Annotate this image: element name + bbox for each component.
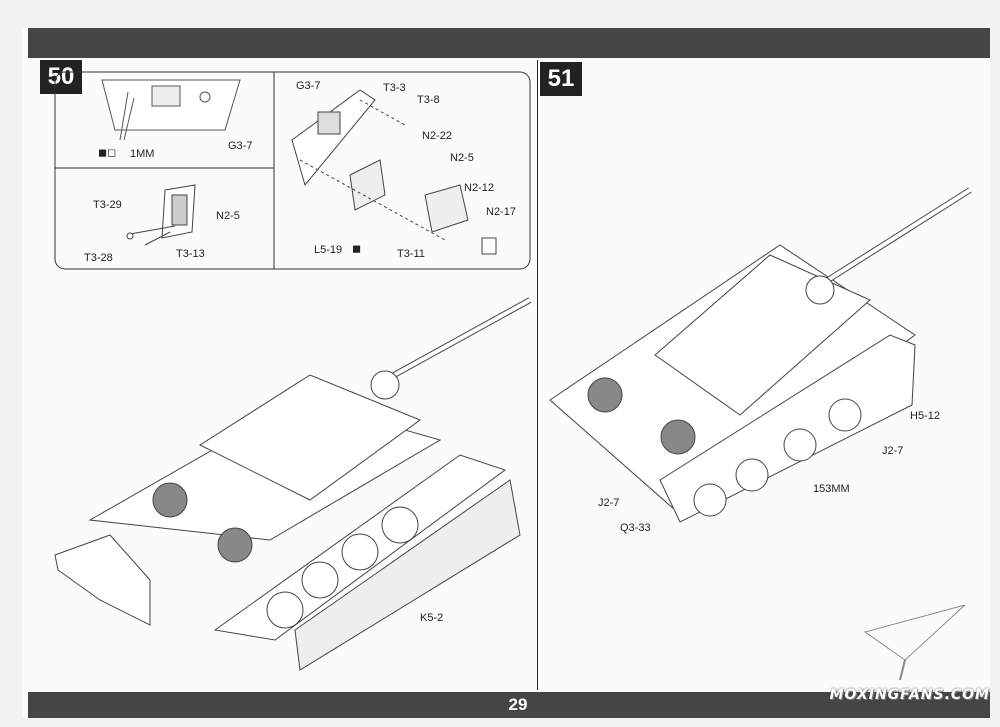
part-label-t3-28: T3-28 bbox=[84, 252, 113, 264]
part-label-q3-33: Q3-33 bbox=[620, 522, 651, 534]
hatch-assembly-drawing bbox=[126, 184, 196, 246]
part-label-g3-7: G3-7 bbox=[228, 140, 253, 152]
header-bar bbox=[28, 28, 990, 58]
part-label-l5-19: L5-19 bbox=[314, 244, 343, 256]
part-label-t3-13: T3-13 bbox=[176, 248, 205, 260]
part-label-j2-7: J2-7 bbox=[882, 445, 904, 457]
page-number: 29 bbox=[508, 695, 528, 714]
tank-drawing-step-50 bbox=[54, 297, 532, 671]
part-label-t3-29: T3-29 bbox=[93, 199, 122, 211]
watermark-text: MOXINGFANS.COM bbox=[829, 687, 990, 703]
glue-icon: ◼︎ bbox=[352, 243, 362, 255]
part-label-n2-17: N2-17 bbox=[486, 206, 516, 218]
part-label-n2-5: N2-5 bbox=[216, 210, 240, 222]
part-label-t3-3: T3-3 bbox=[383, 82, 406, 94]
part-label-n2-12: N2-12 bbox=[464, 182, 494, 194]
plate-g3-7-drawing bbox=[101, 79, 241, 141]
drill-size-label: 1MM bbox=[130, 148, 155, 160]
part-label-k5-2: K5-2 bbox=[420, 612, 444, 624]
part-label-t3-8: T3-8 bbox=[417, 94, 440, 106]
footer-bar: 29 bbox=[28, 692, 990, 718]
part-label-t3-11: T3-11 bbox=[397, 248, 425, 260]
tank-drawing-step-51 bbox=[549, 187, 972, 523]
exploded-plate-drawing bbox=[291, 89, 497, 255]
part-label-h5-12: H5-12 bbox=[910, 410, 940, 422]
dimension-label-153mm: 153MM bbox=[813, 483, 850, 495]
part-label-g3-7: G3-7 bbox=[296, 80, 321, 92]
drill-hole-icon: ◼︎◻︎ bbox=[98, 147, 117, 159]
step-divider bbox=[537, 60, 538, 690]
part-label-j2-7: J2-7 bbox=[598, 497, 620, 509]
part-label-n2-5: N2-5 bbox=[450, 152, 474, 164]
step-number-51: 51 bbox=[540, 62, 582, 96]
step-number-50: 50 bbox=[40, 60, 82, 94]
part-label-n2-22: N2-22 bbox=[422, 130, 452, 142]
